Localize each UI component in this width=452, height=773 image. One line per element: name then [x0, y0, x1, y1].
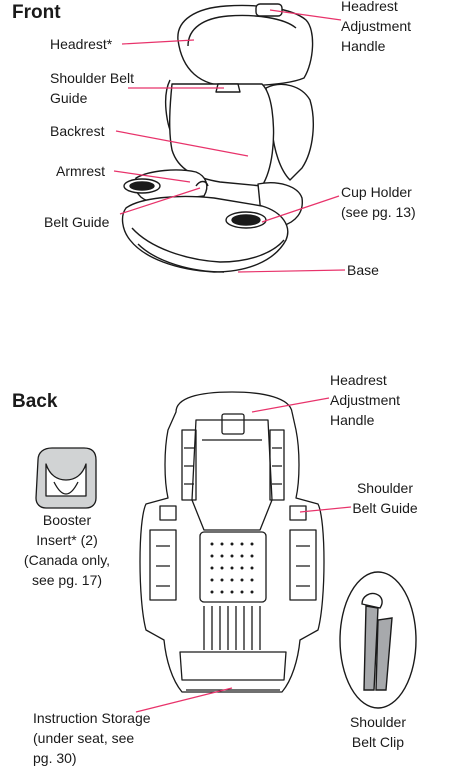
label-booster-insert-line1: Booster: [42, 512, 92, 528]
label-back-shoulder-belt-guide-line2: Belt Guide: [352, 500, 418, 516]
back-panel-dots: [210, 542, 254, 594]
front-seat-illustration: [121, 3, 314, 273]
label-front-headrest-adjustment-line2: Adjustment: [341, 18, 412, 34]
label-back-headrest-adjustment-line1: Headrest: [330, 372, 387, 388]
label-booster-insert-line4: see pg. 17): [31, 572, 103, 588]
label-front-shoulder-belt-guide-line2: Guide: [50, 90, 88, 106]
label-instruction-storage-line1: Instruction Storage: [33, 710, 151, 726]
booster-insert-illustration: [35, 447, 97, 509]
back-seat-illustration: [139, 391, 325, 693]
label-front-headrest-adjustment-line3: Handle: [341, 38, 386, 54]
label-backrest: Backrest: [50, 123, 105, 139]
label-belt-guide: Belt Guide: [44, 214, 110, 230]
label-back-shoulder-belt-guide-line1: Shoulder: [356, 480, 414, 496]
label-base: Base: [347, 262, 379, 278]
label-back-headrest-adjustment-line2: Adjustment: [330, 392, 401, 408]
label-booster-insert-line2: Insert* (2): [36, 532, 98, 548]
label-headrest: Headrest*: [50, 36, 113, 52]
label-front-shoulder-belt-guide-line1: Shoulder Belt: [50, 70, 135, 86]
label-back-headrest-adjustment-line3: Handle: [330, 412, 375, 428]
label-instruction-storage-line2: (under seat, see: [33, 730, 135, 746]
label-shoulder-belt-clip-line2: Belt Clip: [351, 734, 405, 750]
label-shoulder-belt-clip-line1: Shoulder: [349, 714, 407, 730]
shoulder-belt-clip-illustration: [339, 571, 417, 709]
label-instruction-storage-line3: pg. 30): [33, 750, 77, 766]
back-heading: Back: [12, 391, 58, 412]
label-front-headrest-adjustment-line1: Headrest: [341, 0, 398, 14]
front-leader-lines: [113, 9, 346, 273]
front-heading: Front: [12, 2, 61, 23]
label-cup-holder-line2: (see pg. 13): [341, 204, 416, 220]
label-cup-holder-line1: Cup Holder: [341, 184, 412, 200]
label-booster-insert-line3: (Canada only,: [23, 552, 111, 568]
label-armrest: Armrest: [56, 163, 105, 179]
back-leader-lines: [135, 397, 352, 713]
